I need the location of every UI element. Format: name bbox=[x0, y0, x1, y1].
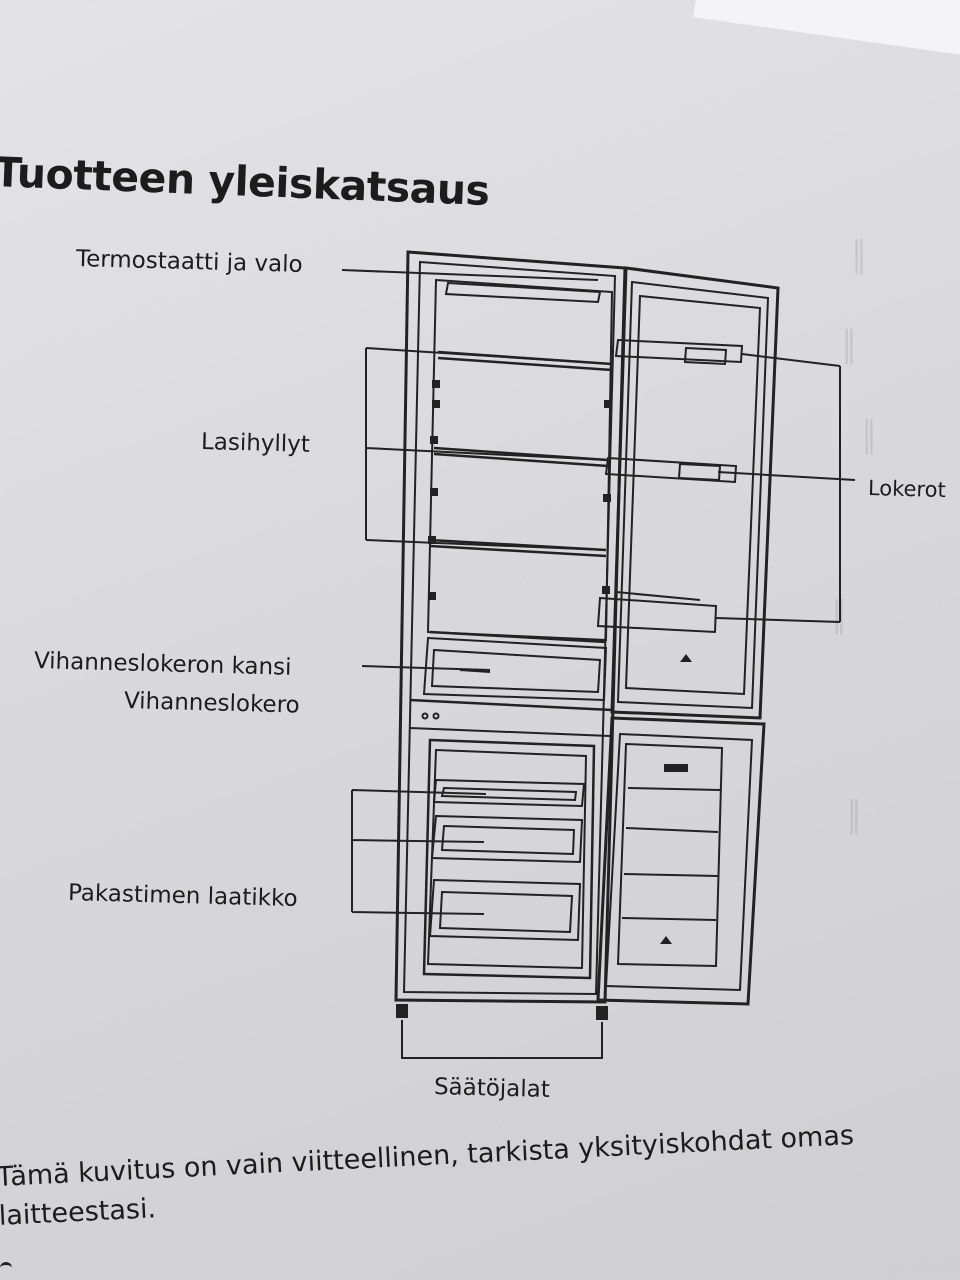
glass-shelves bbox=[429, 350, 613, 644]
label-crisper: Vihanneslokero bbox=[123, 688, 300, 719]
freezer-compartment bbox=[422, 738, 596, 980]
adjustable-feet bbox=[396, 1004, 608, 1020]
label-door-bins: Lokerot bbox=[867, 476, 947, 503]
leader-lines bbox=[341, 269, 856, 1059]
freezer-door bbox=[596, 716, 766, 1006]
crisper-drawer bbox=[422, 636, 608, 702]
thermostat-light-unit bbox=[444, 281, 602, 304]
page-fragment-mark bbox=[0, 1262, 12, 1277]
label-glass-shelves: Lasihyllyt bbox=[200, 429, 311, 458]
fridge-cabinet bbox=[394, 250, 627, 1004]
shelf-supports bbox=[428, 380, 612, 600]
label-feet: Säätöjalat bbox=[433, 1074, 551, 1104]
fridge-door bbox=[596, 266, 780, 720]
